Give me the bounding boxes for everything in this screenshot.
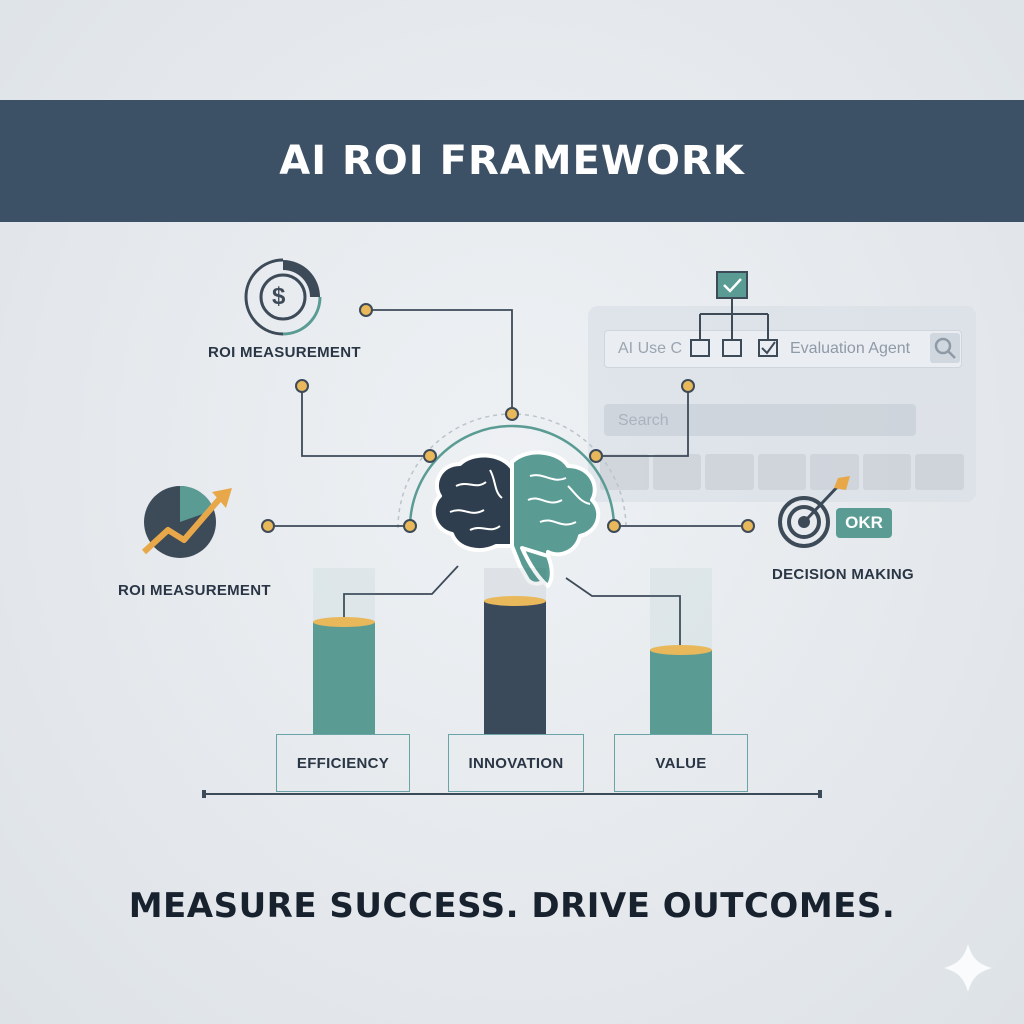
okr-badge: OKR: [836, 508, 892, 538]
pillar-cap: [313, 617, 375, 627]
node-dot: [590, 450, 602, 462]
pillar-fade: [313, 568, 375, 622]
roi-measurement-label-left: ROI MEASUREMENT: [118, 582, 271, 599]
pillar-label: INNOVATION: [469, 755, 564, 772]
brain-icon: [434, 452, 598, 586]
pillar-efficiency: EFFICIENCY: [276, 734, 410, 792]
pillar-fade: [650, 568, 712, 650]
node-dot: [742, 520, 754, 532]
node-dot: [296, 380, 308, 392]
tagline: MEASURE SUCCESS. DRIVE OUTCOMES.: [0, 886, 1024, 926]
node-dot: [404, 520, 416, 532]
node-dot: [424, 450, 436, 462]
pillar-value: VALUE: [614, 734, 748, 792]
node-dot: [506, 408, 518, 420]
sparkle-icon: [944, 944, 992, 992]
node-dot: [360, 304, 372, 316]
node-dot: [682, 380, 694, 392]
node-dot: [608, 520, 620, 532]
pie-growth-icon: [144, 486, 232, 558]
node-dot: [262, 520, 274, 532]
decision-making-label: DECISION MAKING: [772, 566, 914, 583]
pillar-innovation: INNOVATION: [448, 734, 584, 792]
pillar-label: VALUE: [655, 755, 706, 772]
roi-measurement-label-top: ROI MEASUREMENT: [208, 344, 361, 361]
pillar-label: EFFICIENCY: [297, 755, 389, 772]
pillar-bar: [650, 650, 712, 734]
okr-badge-text: OKR: [845, 513, 883, 533]
pillar-bar: [484, 601, 546, 734]
connector-upper-left: [302, 386, 430, 456]
pillar-bar: [313, 622, 375, 734]
connector-top: [366, 310, 512, 414]
dollar-symbol: $: [272, 283, 286, 311]
org-checkbox-icon: [691, 272, 777, 356]
pillar-columns: [313, 568, 712, 734]
connector-upper-right: [596, 386, 688, 456]
pillar-cap: [650, 645, 712, 655]
pillar-cap: [484, 596, 546, 606]
